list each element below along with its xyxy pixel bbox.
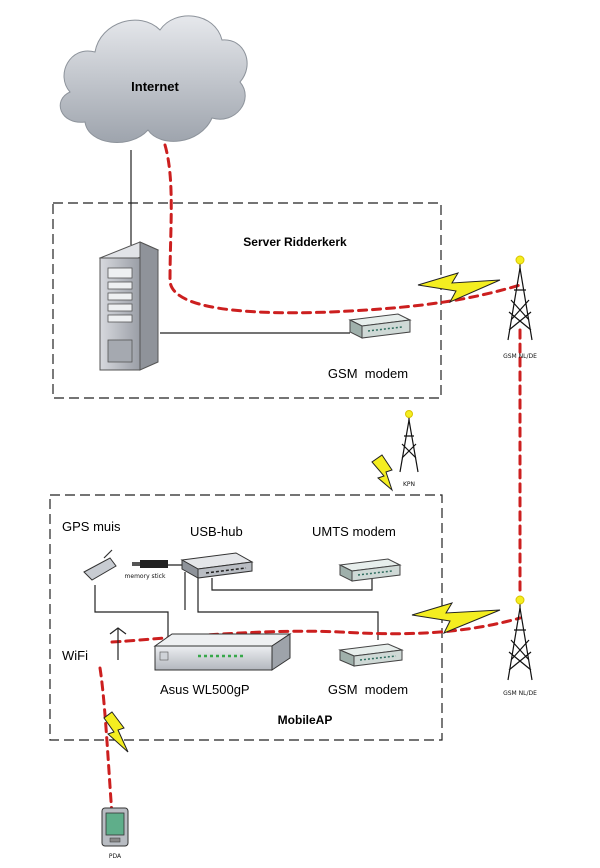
kpn-tower-icon <box>399 410 419 473</box>
wired-connections <box>94 150 379 640</box>
internet-cloud-icon <box>59 15 248 143</box>
umts-modem-icon <box>338 558 402 582</box>
server-box-label: Server Ridderkerk <box>243 235 347 249</box>
gps-mouse-icon <box>83 549 117 581</box>
lightning-icon-bottom <box>411 602 501 634</box>
lightning-icon-top <box>417 272 501 304</box>
gsm-tower-bottom-icon <box>507 595 533 681</box>
gsm-modem-server-label: GSM modem <box>328 366 408 381</box>
internet-label: Internet <box>131 79 179 94</box>
server-icon <box>98 241 160 371</box>
kpn-tower-label: KPN <box>403 481 415 488</box>
router-icon <box>153 633 292 671</box>
gsm-modem-mobile-label: GSM modem <box>328 682 408 697</box>
gsm-modem-mobile-icon <box>338 643 404 667</box>
pda-icon <box>101 807 129 847</box>
gsm-tower-bottom-label: GSM NL/DE <box>503 690 537 697</box>
memory-stick-icon <box>132 560 168 568</box>
lightning-icon-pda <box>103 711 129 753</box>
wifi-label: WiFi <box>62 648 88 663</box>
mobile-box-label: MobileAP <box>278 713 333 727</box>
gsm-modem-server-icon <box>348 313 412 339</box>
router-label: Asus WL500gP <box>160 682 250 697</box>
server-boundary <box>52 202 442 399</box>
gps-label: GPS muis <box>62 519 121 534</box>
gsm-tower-top-label: GSM NL/DE <box>503 353 537 360</box>
lightning-icon-kpn <box>371 454 394 492</box>
usb-hub-icon <box>180 552 254 579</box>
gsm-tower-top-icon <box>507 255 533 341</box>
data-path <box>98 143 522 817</box>
umts-modem-label: UMTS modem <box>312 524 396 539</box>
memory-stick-label: memory stick <box>125 573 166 580</box>
wifi-antenna-icon <box>109 627 127 660</box>
pda-label: PDA <box>109 853 122 860</box>
usb-hub-label: USB-hub <box>190 524 243 539</box>
